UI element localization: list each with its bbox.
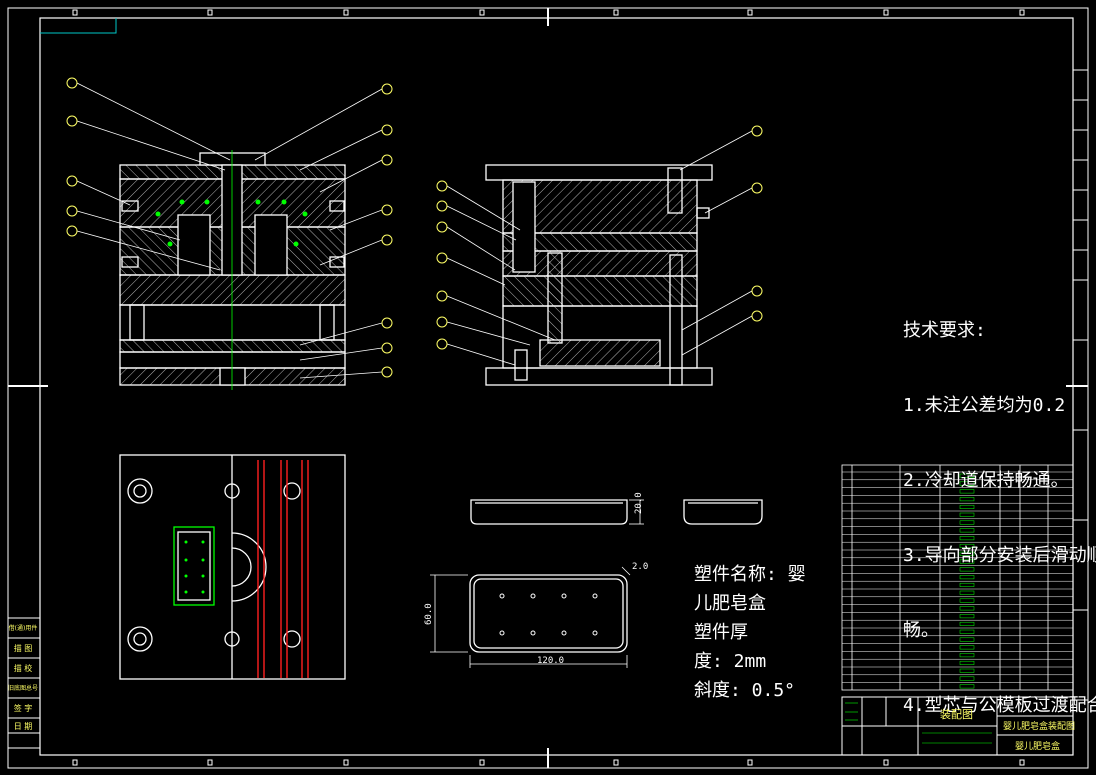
tech-item-1: 1.未注公差均为0.2 [903, 395, 1066, 416]
parts-list-cell-mark [959, 637, 975, 642]
parts-list-cell-mark [959, 590, 975, 595]
parts-list-cell-mark [959, 504, 975, 509]
tech-item-3: 3.导向部分安装后滑动顺 [903, 545, 1096, 566]
parts-list-cell-mark [959, 559, 975, 564]
front-leaders [76, 82, 383, 379]
dim-length: 120.0 [537, 656, 565, 666]
parts-list-cell-mark [959, 621, 975, 626]
part-name-line2: 儿肥皂盒 [694, 593, 766, 614]
side-cell-6: 日 期 [13, 722, 33, 731]
side-cell-2: 描 图 [13, 644, 33, 653]
parts-list-cell-mark [959, 606, 975, 611]
zone-markers [72, 9, 1025, 766]
dim-width: 60.0 [424, 603, 434, 625]
parts-list-cell-mark [959, 653, 975, 658]
parts-list [841, 464, 1074, 691]
side-cell-5: 签 字 [13, 704, 33, 713]
side-cell-3: 描 校 [13, 664, 33, 673]
parts-list-cell-mark [959, 551, 975, 556]
side-cell-4: 旧底图总号 [8, 685, 38, 692]
side-panel [7, 617, 41, 749]
parts-list-cell-mark [959, 668, 975, 673]
parts-list-cell-mark [959, 528, 975, 533]
parts-list-cell-mark [959, 520, 975, 525]
parts-list-cell-mark [959, 543, 975, 548]
parts-list-rows [842, 471, 1073, 689]
part-thickness-line2: 度: 2mm [694, 651, 767, 672]
part-side-view [470, 499, 644, 525]
side-cell-1: 借(通)用件登记 [8, 625, 38, 632]
side-balloons [436, 125, 763, 350]
parts-list-cell-mark [959, 645, 975, 650]
tech-item-4: 4.型芯与公模板过渡配合 [903, 695, 1096, 716]
front-balloons [66, 77, 393, 378]
parts-list-cell-mark [959, 660, 975, 665]
plan-dots [184, 540, 205, 594]
side-leaders [446, 130, 753, 366]
part-thickness-line1: 塑件厚 [694, 622, 748, 643]
parts-list-cell-mark [959, 512, 975, 517]
title-drawing-name: 婴儿肥皂盒装配图 [1003, 722, 1076, 732]
tech-requirements: 技术要求: 1.未注公差均为0.2 2.冷却道保持畅通。 3.导向部分安装后滑动… [903, 268, 1096, 743]
title-part-name: 婴儿肥皂盒 [1015, 742, 1061, 752]
parts-list-cell-mark [959, 536, 975, 541]
parts-list-cell-mark [959, 598, 975, 603]
tech-item-3-cont: 畅。 [903, 620, 939, 641]
parts-list-cell-mark [959, 629, 975, 634]
tech-item-2: 2.冷却道保持畅通。 [903, 470, 1069, 491]
parts-list-cell-mark [959, 489, 975, 494]
tech-title: 技术要求: [903, 320, 986, 341]
parts-list-cell-mark [959, 575, 975, 580]
part-draft-angle: 斜度: 0.5° [694, 680, 796, 701]
part-info: 塑件名称: 婴 儿肥皂盒 塑件厚 度: 2mm 斜度: 0.5° [694, 560, 806, 705]
parts-list-cell-mark [959, 497, 975, 502]
front-section-view [119, 150, 346, 390]
title-block [841, 696, 1074, 756]
part-end-view [683, 499, 763, 525]
parts-list-cell-mark [959, 481, 975, 486]
parts-list-cell-mark [959, 684, 975, 689]
parts-list-cell-mark [959, 473, 975, 478]
dim-wall: 2.0 [632, 562, 649, 572]
part-name-line1: 塑件名称: 婴 [694, 564, 806, 585]
cooling-lines [257, 460, 309, 678]
part-holes [499, 593, 598, 636]
part-plan-view [430, 566, 631, 668]
parts-list-cell-mark [959, 567, 975, 572]
side-section-view [485, 164, 713, 386]
corner-mark [40, 18, 117, 34]
parts-list-cell-mark [959, 614, 975, 619]
dim-height: 20.0 [634, 492, 644, 514]
plan-view [119, 454, 346, 680]
parts-list-cell-mark [959, 582, 975, 587]
parts-list-cell-mark [959, 676, 975, 681]
title-drawing-type: 装配图 [940, 708, 973, 721]
